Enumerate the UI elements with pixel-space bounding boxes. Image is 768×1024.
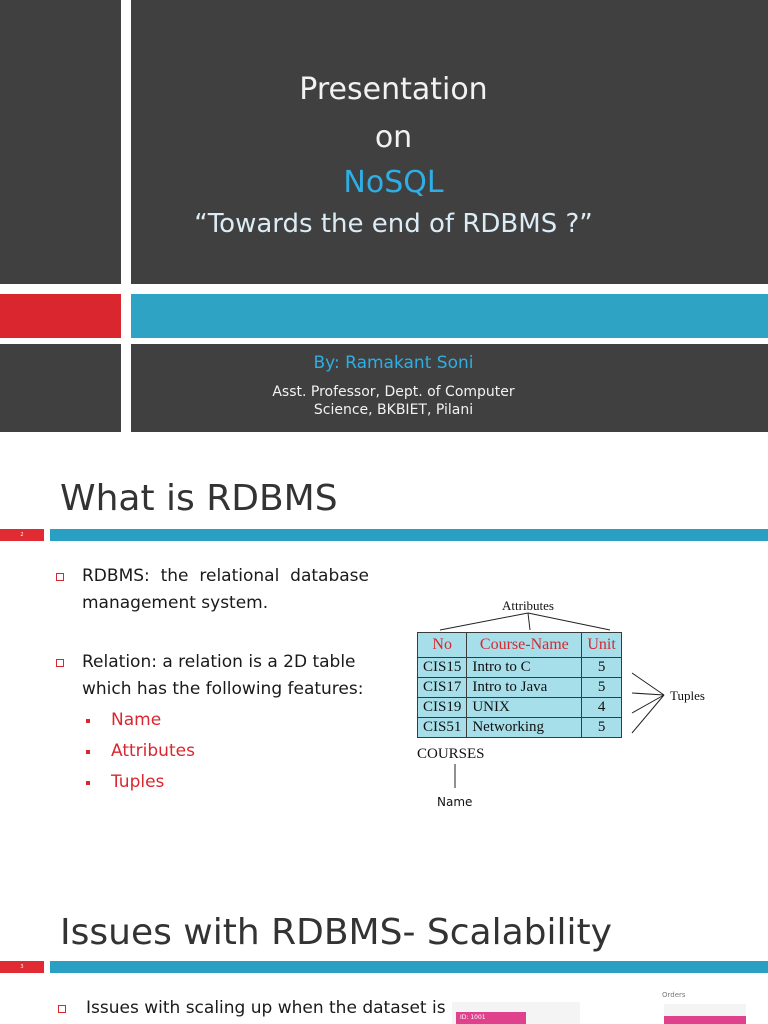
author-name: By: Ramakant Soni: [313, 353, 474, 373]
table-row: CIS17 Intro to Java 5: [416, 677, 622, 698]
header-course-name: Course-Name: [466, 632, 583, 658]
subtitle-quote: “Towards the end of RDBMS ?”: [194, 209, 593, 239]
cell-unit: 5: [581, 717, 622, 738]
teal-band: [131, 294, 768, 338]
name-label: Name: [437, 795, 473, 809]
cell-course-name: Networking: [466, 717, 583, 738]
left-top-panel: [0, 0, 121, 284]
table-row: CIS19 UNIX 4: [416, 697, 622, 718]
affiliation-line-1: Asst. Professor, Dept. of Computer: [272, 384, 515, 400]
title-slide: Presentation on NoSQL “Towards the end o…: [0, 0, 768, 432]
orders-grid: [664, 1004, 746, 1024]
table-header-row: No Course-Name Unit: [416, 632, 622, 658]
slide-title: Issues with RDBMS- Scalability: [60, 912, 612, 953]
record-bar: ID: 1001: [456, 1012, 526, 1024]
bullet-marker: [56, 573, 64, 581]
orders-label: Orders: [662, 991, 686, 999]
cell-no: CIS51: [416, 717, 468, 738]
header-unit: Unit: [581, 632, 622, 658]
cell-course-name: Intro to C: [466, 657, 583, 678]
slide-number: 2: [0, 529, 44, 541]
cell-unit: 5: [581, 677, 622, 698]
red-band: [0, 294, 121, 338]
title-presentation: Presentation: [299, 72, 488, 107]
table-row: CIS51 Networking 5: [416, 717, 622, 738]
slide-number: 3: [0, 961, 44, 973]
scalability-slide: Issues with RDBMS- Scalability 3 Issues …: [0, 888, 768, 1024]
bullet-marker: [56, 659, 64, 667]
title-rule: [50, 529, 768, 541]
bullet-text: RDBMS: the relational database managemen…: [82, 566, 369, 613]
bullet-text: Relation: a relation is a 2D table which…: [82, 652, 364, 699]
main-bottom-panel: [131, 344, 768, 432]
title-rule: [50, 961, 768, 973]
title-nosql: NoSQL: [343, 165, 444, 200]
sub-bullet-dot: [86, 719, 90, 723]
sub-bullet-dot: [86, 781, 90, 785]
header-no: No: [416, 632, 468, 658]
slide-title: What is RDBMS: [60, 478, 338, 519]
sub-bullet-attributes: Attributes: [111, 741, 195, 761]
cell-no: CIS19: [416, 697, 468, 718]
cell-no: CIS15: [416, 657, 468, 678]
sub-bullet-tuples: Tuples: [111, 772, 165, 792]
cell-unit: 5: [581, 657, 622, 678]
table-row: CIS15 Intro to C 5: [416, 657, 622, 678]
table-name-label: COURSES: [417, 746, 485, 762]
diagram-connectors: [439, 612, 665, 788]
tuples-label: Tuples: [670, 688, 705, 703]
cell-unit: 4: [581, 697, 622, 718]
bullet-marker: [58, 1005, 66, 1013]
sub-bullet-name: Name: [111, 710, 162, 730]
left-bottom-panel: [0, 344, 121, 432]
cell-course-name: UNIX: [466, 697, 583, 718]
cell-no: CIS17: [416, 677, 468, 698]
cell-course-name: Intro to Java: [466, 677, 583, 698]
rdbms-slide: What is RDBMS 2 RDBMS: the relational da…: [0, 440, 768, 880]
orders-row: [664, 1016, 746, 1024]
courses-table: No Course-Name Unit CIS15 Intro to C 5 C…: [416, 632, 622, 738]
diagram-thumbnail: ID: 1001: [452, 1002, 580, 1024]
main-top-panel: [131, 0, 768, 284]
sub-bullet-dot: [86, 750, 90, 754]
affiliation-line-2: Science, BKBIET, Pilani: [313, 402, 474, 418]
bullet-text: Issues with scaling up when the dataset …: [86, 998, 446, 1018]
title-on: on: [374, 120, 413, 155]
attributes-label: Attributes: [502, 598, 554, 613]
